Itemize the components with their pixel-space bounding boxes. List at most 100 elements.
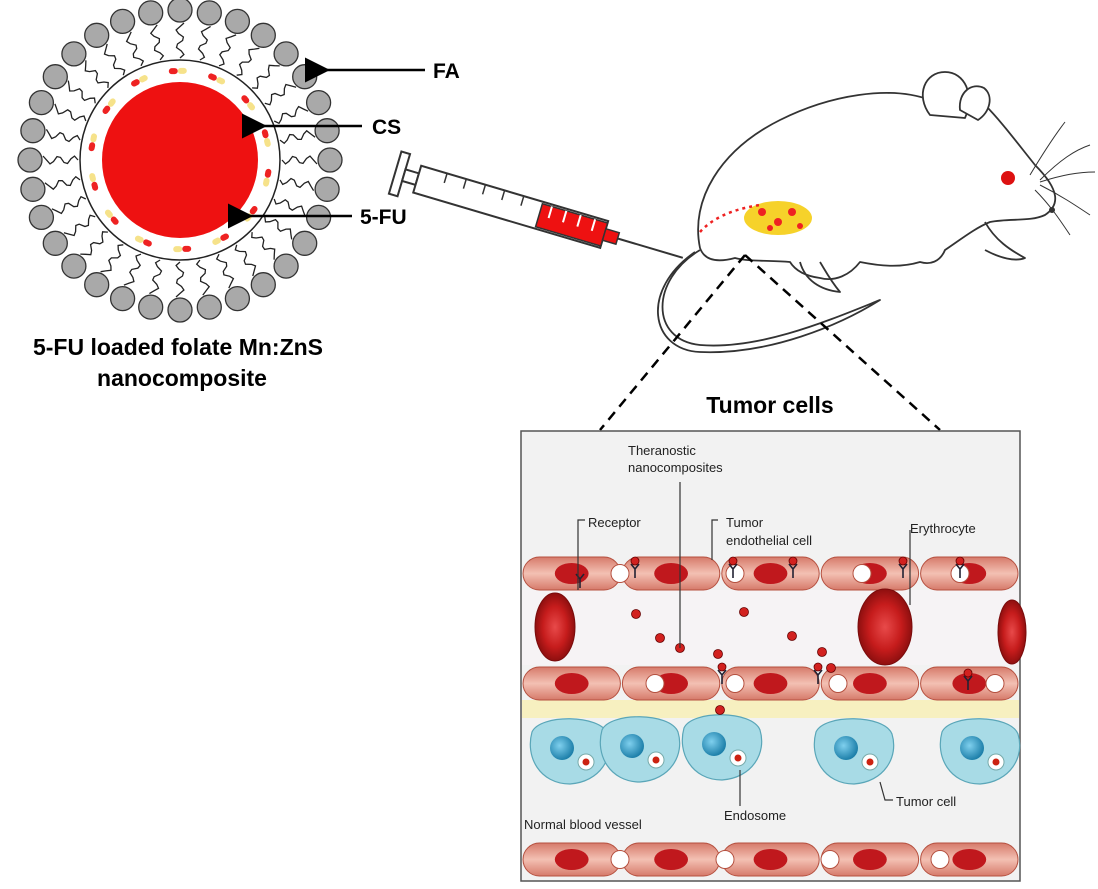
folate-head bbox=[138, 0, 164, 26]
folate-head bbox=[84, 22, 110, 48]
lipid-tail bbox=[45, 129, 81, 143]
mouse-nose bbox=[1049, 207, 1055, 213]
nanocomposite bbox=[817, 647, 827, 657]
folate-head bbox=[20, 176, 46, 202]
lipid-tail bbox=[51, 195, 87, 215]
tumor-nucleus bbox=[702, 732, 726, 756]
receptors bbox=[575, 556, 973, 690]
mouse bbox=[657, 71, 1096, 354]
5fu-capsule bbox=[263, 168, 272, 187]
lipid-tail bbox=[123, 253, 142, 286]
fenestration bbox=[985, 674, 1005, 693]
mouse-whiskers bbox=[1029, 121, 1096, 236]
fenestration bbox=[828, 674, 848, 693]
tumor-vessel-wall-bottom bbox=[522, 666, 1019, 701]
mouse-tumor-spot bbox=[744, 201, 812, 235]
label-endosome: Endosome bbox=[724, 808, 786, 823]
nanocomposite-in-endosome bbox=[582, 758, 590, 766]
lipid-tail bbox=[273, 105, 309, 125]
bound-nanocomposite bbox=[963, 668, 973, 678]
nanocomposite bbox=[655, 633, 665, 643]
inset-title: Tumor cells bbox=[706, 392, 833, 418]
folate-head bbox=[196, 0, 222, 26]
erythrocyte bbox=[534, 592, 576, 662]
nanoparticle-caption-line2: nanocomposite bbox=[97, 365, 267, 391]
folate-head bbox=[28, 204, 55, 231]
vessel-lumen bbox=[522, 590, 1019, 665]
lipid-tail bbox=[234, 244, 257, 277]
lipid-tail bbox=[279, 177, 315, 191]
lipid-tail bbox=[84, 60, 109, 88]
folate-head bbox=[305, 204, 332, 231]
label-tumor-endo-2: endothelial cell bbox=[726, 533, 812, 548]
endothelial-nucleus bbox=[853, 848, 887, 871]
bound-nanocomposite bbox=[630, 556, 640, 566]
nanocomposite-in-endosome bbox=[992, 758, 1000, 766]
mouse-front-leg bbox=[984, 221, 1026, 261]
tumor-cells bbox=[529, 714, 1021, 785]
folate-head bbox=[273, 253, 299, 279]
lipid-tail bbox=[195, 259, 211, 296]
lipid-tail bbox=[264, 216, 293, 240]
nanocomposite bbox=[631, 609, 641, 619]
folate-head bbox=[138, 294, 164, 320]
receptor bbox=[813, 669, 823, 684]
syringe-needle bbox=[617, 237, 684, 259]
fenestration bbox=[930, 850, 950, 869]
folate-head bbox=[167, 0, 193, 23]
endothelial-nucleus bbox=[654, 848, 688, 871]
nanocomposite-in-endosome bbox=[652, 756, 660, 764]
nanocomposite-dots bbox=[631, 607, 836, 715]
5fu-label: 5-FU bbox=[360, 206, 407, 229]
cs-label: CS bbox=[372, 116, 401, 139]
folate-head bbox=[167, 297, 193, 323]
folate-head bbox=[305, 89, 332, 116]
tumor-nucleus bbox=[834, 736, 858, 760]
folate-head bbox=[224, 285, 251, 312]
endothelial-nucleus bbox=[654, 562, 688, 585]
lipid-tail bbox=[175, 261, 185, 298]
folate-head bbox=[42, 64, 68, 90]
receptor bbox=[955, 563, 965, 578]
lipid-tail bbox=[175, 22, 185, 59]
folate-head bbox=[317, 147, 343, 173]
lipid-tail bbox=[251, 232, 276, 260]
folate-head bbox=[250, 272, 276, 298]
receptor bbox=[963, 675, 973, 690]
receptor bbox=[717, 669, 727, 684]
label-receptor: Receptor bbox=[588, 515, 641, 530]
label-erythrocyte: Erythrocyte bbox=[910, 521, 976, 536]
folate-head bbox=[109, 285, 136, 312]
folate-head bbox=[61, 41, 87, 67]
zoom-line-right bbox=[744, 254, 941, 431]
drug-capsules bbox=[88, 67, 272, 253]
tumor-inset: Theranostic nanocomposites Receptor Tumo… bbox=[520, 430, 1027, 882]
zoom-line-left bbox=[599, 254, 746, 431]
5fu-capsule bbox=[208, 73, 226, 85]
endothelial-nucleus bbox=[554, 672, 589, 695]
nanocomposite-in-endosome bbox=[866, 758, 874, 766]
nanoparticle bbox=[17, 0, 343, 323]
interstitium bbox=[522, 700, 1019, 718]
tumor-vessel-wall-top bbox=[522, 556, 1019, 591]
endothelial-nucleus bbox=[554, 562, 589, 585]
erythrocyte bbox=[997, 599, 1027, 665]
endothelial-nucleus bbox=[753, 848, 788, 871]
endothelial-nucleus bbox=[554, 848, 589, 871]
erythrocytes bbox=[534, 588, 1027, 666]
fenestration bbox=[610, 564, 630, 583]
folate-head bbox=[273, 41, 299, 67]
lipid-tail bbox=[264, 83, 297, 106]
folate-head bbox=[196, 294, 222, 320]
nanocomposite bbox=[826, 663, 836, 673]
tumor-nucleus bbox=[620, 734, 644, 758]
inset-leaders bbox=[577, 482, 911, 806]
lipid-tail bbox=[279, 129, 316, 145]
bound-nanocomposite bbox=[813, 662, 823, 672]
bound-nanocomposite bbox=[728, 556, 738, 566]
folate-head bbox=[20, 118, 46, 144]
folate-head bbox=[28, 89, 55, 116]
bound-nanocomposite bbox=[898, 556, 908, 566]
bound-nanocomposite bbox=[955, 556, 965, 566]
label-theranostic-2: nanocomposites bbox=[628, 460, 723, 475]
